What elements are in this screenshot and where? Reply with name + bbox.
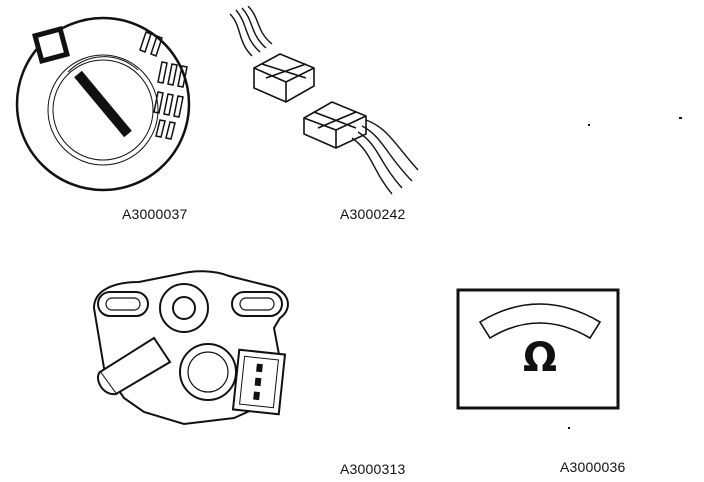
ignition-switch-figure xyxy=(8,12,198,197)
stray-dot xyxy=(588,124,590,126)
sensor-icon xyxy=(92,270,289,426)
figure-caption-ignition: A3000037 xyxy=(122,206,188,222)
sensor-figure xyxy=(84,268,300,430)
stray-dot xyxy=(568,427,570,429)
figure-caption-sensor: A3000313 xyxy=(340,461,406,477)
ohm-symbol: Ω xyxy=(522,335,557,381)
stray-dot xyxy=(679,117,682,119)
ohmmeter-figure: Ω xyxy=(454,286,624,412)
figure-caption-connectors: A3000242 xyxy=(340,206,406,222)
connector-icon xyxy=(229,6,419,195)
ohmmeter-icon xyxy=(456,288,620,410)
figure-caption-ohmmeter: A3000036 xyxy=(560,459,626,475)
wire-connectors-figure xyxy=(222,6,422,196)
ignition-switch-icon xyxy=(15,16,191,192)
